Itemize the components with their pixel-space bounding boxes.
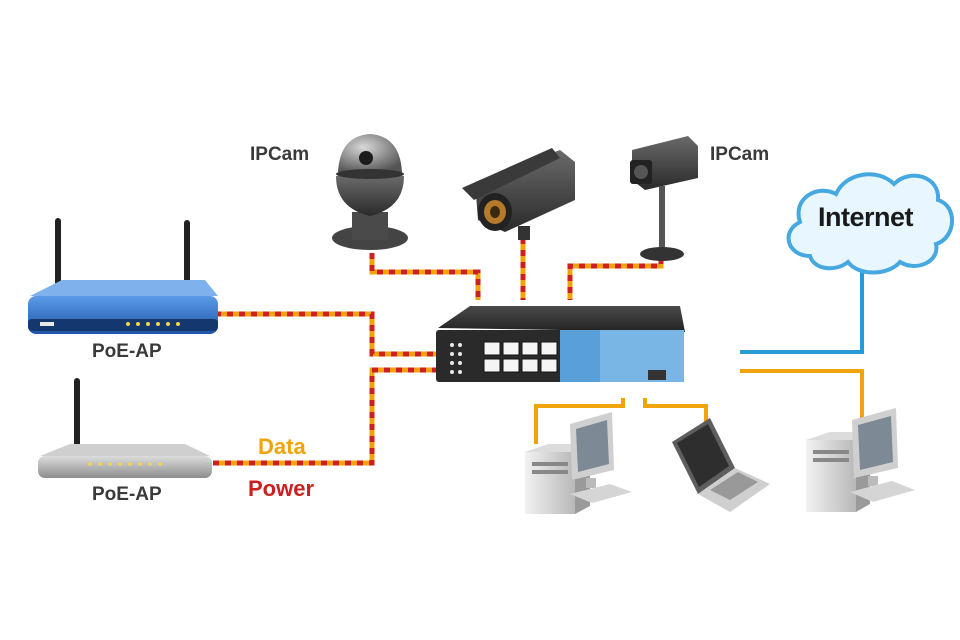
cables (213, 238, 864, 466)
data-cable-left-pc (534, 398, 625, 444)
ipcam-label-right: IPCam (710, 144, 770, 165)
poe-cable-top-ap (215, 311, 438, 357)
bullet-camera-icon (462, 148, 575, 240)
poe-ap-label-top: PoE-AP (92, 341, 162, 362)
internet-label: Internet (818, 202, 914, 232)
box-camera-icon (630, 136, 698, 261)
desktop-pc-icon (806, 408, 915, 512)
laptop-icon (672, 418, 770, 512)
dome-camera-icon (332, 134, 408, 250)
poe-cable-box-cam (567, 258, 664, 300)
internet-cable (740, 268, 864, 354)
legend-data-label: Data (258, 434, 306, 459)
data-cable-right-pc (740, 369, 864, 418)
cloud-icon (786, 172, 954, 275)
router-blue-icon (28, 218, 218, 334)
poe-cable-bottom-ap (213, 367, 438, 466)
desktop-pc-icon (525, 412, 632, 514)
ipcam-label-left: IPCam (250, 144, 310, 165)
data-cable-laptop (643, 398, 708, 425)
poe-ap-label-bottom: PoE-AP (92, 484, 162, 505)
switch-icon (436, 306, 685, 382)
legend-power-label: Power (248, 476, 315, 501)
poe-cable-dome-cam (369, 253, 481, 300)
router-gray-icon (38, 378, 212, 478)
